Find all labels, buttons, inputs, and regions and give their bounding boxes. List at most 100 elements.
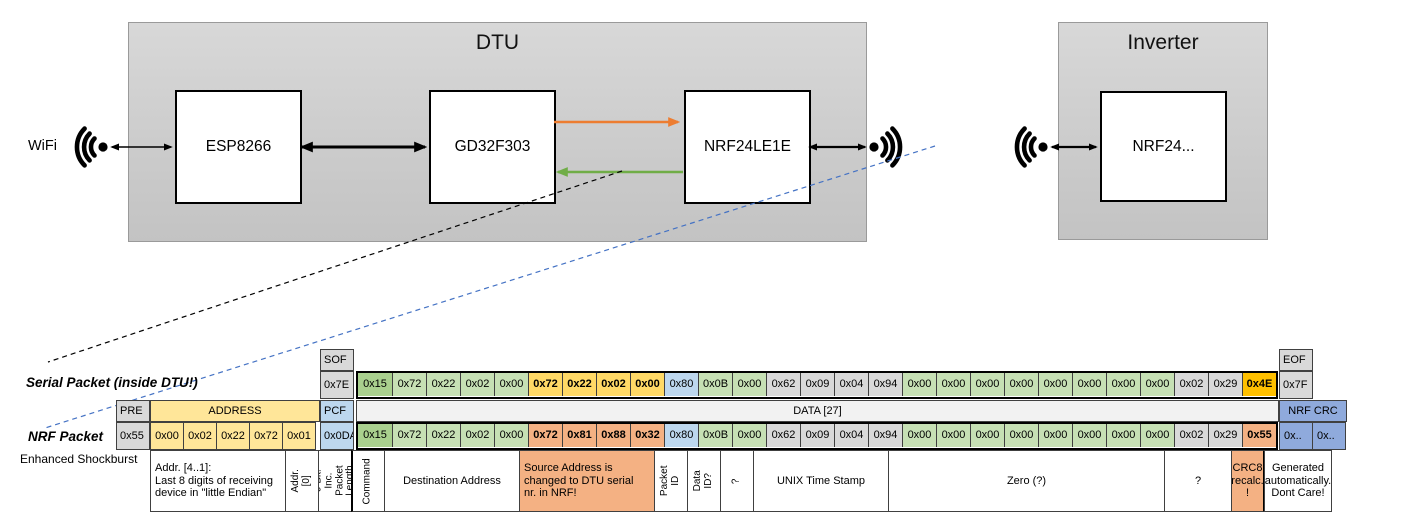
nrf-byte-cell: 0x80 xyxy=(664,424,698,447)
nrf-byte-cell: 0x0B xyxy=(698,424,732,447)
address-byte-cell: 0x02 xyxy=(183,422,217,450)
annotation-cell: Generated automatically. Dont Care! xyxy=(1264,450,1332,512)
nrf-byte-cell: 0x00 xyxy=(902,424,936,447)
nrf24le1e-box: NRF24LE1E xyxy=(684,90,811,204)
pre-header: PRE xyxy=(116,400,150,422)
annotation-cell: 9 Bit! Inc. Packet Length xyxy=(318,450,352,512)
serial-byte-cell: 0x94 xyxy=(868,373,902,396)
annotation-text: Data ID? xyxy=(692,470,714,492)
nrf-byte-cell: 0x04 xyxy=(834,424,868,447)
nrf-byte-cell: 0x81 xyxy=(562,424,596,447)
annotation-text: ? xyxy=(730,478,742,484)
dtu-title: DTU xyxy=(475,31,520,54)
annotation-text: Addr. [4..1]: Last 8 digits of receiving… xyxy=(155,461,274,500)
serial-byte-cell: 0x22 xyxy=(426,373,460,396)
annotation-text: 9 Bit! Inc. Packet Length xyxy=(318,465,352,497)
inverter-nrf24-label: NRF24... xyxy=(1132,137,1195,155)
esp8266-label: ESP8266 xyxy=(205,138,272,155)
address-byte-cell: 0x22 xyxy=(216,422,250,450)
serial-byte-cell: 0x00 xyxy=(1106,373,1140,396)
nrf-byte-cell: 0x00 xyxy=(1106,424,1140,447)
nrf-byte-cell: 0x72 xyxy=(528,424,562,447)
nrf-byte-cell: 0x00 xyxy=(970,424,1004,447)
serial-byte-cell: 0x02 xyxy=(460,373,494,396)
nrf-byte-cell: 0x88 xyxy=(596,424,630,447)
annotation-text: Destination Address xyxy=(403,474,501,487)
serial-byte-cell: 0x22 xyxy=(562,373,596,396)
annotation-cell: Command xyxy=(351,450,385,512)
nrf-byte-cell: 0x22 xyxy=(426,424,460,447)
nrf-byte-cell: 0x00 xyxy=(1072,424,1106,447)
nrf-byte-cell: 0x00 xyxy=(732,424,766,447)
serial-byte-cell: 0x72 xyxy=(392,373,426,396)
annotation-cell: Addr. [4..1]: Last 8 digits of receiving… xyxy=(150,450,286,512)
address-byte-cell: 0x00 xyxy=(150,422,184,450)
serial-byte-cell: 0x80 xyxy=(664,373,698,396)
inverter-container: Inverter xyxy=(1058,22,1268,240)
inverter-nrf24-box: NRF24... xyxy=(1100,91,1227,202)
nrf-byte-cell: 0x00 xyxy=(1038,424,1072,447)
annotation-text: UNIX Time Stamp xyxy=(776,474,866,487)
serial-byte-cell: 0x62 xyxy=(766,373,800,396)
annotation-cell: Source Address is changed to DTU serial … xyxy=(519,450,655,512)
annotation-cell: Data ID? xyxy=(687,450,721,512)
address-byte-cell: 0x72 xyxy=(249,422,283,450)
annotation-text: Packet ID xyxy=(659,465,681,497)
annotation-cell: Addr.[0] xyxy=(285,450,319,512)
nrf-byte-cell: 0x09 xyxy=(800,424,834,447)
crc-byte-cell: 0x.. xyxy=(1279,422,1313,450)
annotation-text: Source Address is changed to DTU serial … xyxy=(524,461,634,500)
serial-byte-cell: 0x00 xyxy=(1038,373,1072,396)
nrf24le1e-label: NRF24LE1E xyxy=(703,138,791,155)
data-header: DATA [27] xyxy=(356,400,1279,422)
serial-byte-cell: 0x02 xyxy=(596,373,630,396)
gd32f303-box: GD32F303 xyxy=(429,90,556,204)
wifi-icon-inverter xyxy=(1017,129,1048,166)
nrf-byte-cell: 0x72 xyxy=(392,424,426,447)
nrf-packet-label: NRF Packet xyxy=(28,429,104,444)
serial-byte-cell: 0x00 xyxy=(1072,373,1106,396)
annotation-text: Generated automatically. Dont Care! xyxy=(1264,461,1332,500)
nrf-byte-cell: 0x55 xyxy=(1242,424,1276,447)
wifi-icon-dtu-right xyxy=(869,129,900,166)
serial-byte-cell: 0x0B xyxy=(698,373,732,396)
serial-byte-cell: 0x00 xyxy=(902,373,936,396)
nrf-byte-cell: 0x02 xyxy=(460,424,494,447)
nrf-byte-cell: 0x94 xyxy=(868,424,902,447)
annotation-row: Addr. [4..1]: Last 8 digits of receiving… xyxy=(150,450,1332,512)
annotation-cell: Zero (?) xyxy=(888,450,1165,512)
serial-byte-cell: 0x02 xyxy=(1174,373,1208,396)
serial-byte-cell: 0x4E xyxy=(1242,373,1276,396)
wifi-icon-left xyxy=(77,129,108,166)
nrf-byte-cell: 0x62 xyxy=(766,424,800,447)
nrf-byte-cell: 0x29 xyxy=(1208,424,1242,447)
address-byte-cell: 0x01 xyxy=(282,422,316,450)
annotation-cell: Destination Address xyxy=(384,450,520,512)
serial-byte-cell: 0x00 xyxy=(936,373,970,396)
serial-packet-label: Serial Packet (inside DTU!) xyxy=(26,375,198,390)
annotation-text: ? xyxy=(1194,474,1202,487)
address-header: ADDRESS xyxy=(150,400,320,422)
nrf-crc-cells: 0x..0x.. xyxy=(1279,422,1346,450)
eof-value: 0x7F xyxy=(1279,371,1313,399)
annotation-cell: ? xyxy=(1164,450,1232,512)
nrf-crc-header: NRF CRC xyxy=(1279,400,1347,422)
serial-byte-cell: 0x29 xyxy=(1208,373,1242,396)
serial-byte-cell: 0x04 xyxy=(834,373,868,396)
annotation-text: Command xyxy=(362,457,374,505)
inverter-title: Inverter xyxy=(1127,31,1199,54)
nrf-byte-cell: 0x00 xyxy=(1004,424,1038,447)
serial-byte-cell: 0x15 xyxy=(358,373,392,396)
nrf-byte-cell: 0x00 xyxy=(936,424,970,447)
annotation-cell: Packet ID xyxy=(654,450,688,512)
eof-header: EOF xyxy=(1279,349,1313,371)
nrf-byte-cell: 0x02 xyxy=(1174,424,1208,447)
serial-byte-cell: 0x00 xyxy=(1140,373,1174,396)
annotation-cell: UNIX Time Stamp xyxy=(753,450,889,512)
crc-byte-cell: 0x.. xyxy=(1312,422,1346,450)
esp8266-box: ESP8266 xyxy=(175,90,302,204)
